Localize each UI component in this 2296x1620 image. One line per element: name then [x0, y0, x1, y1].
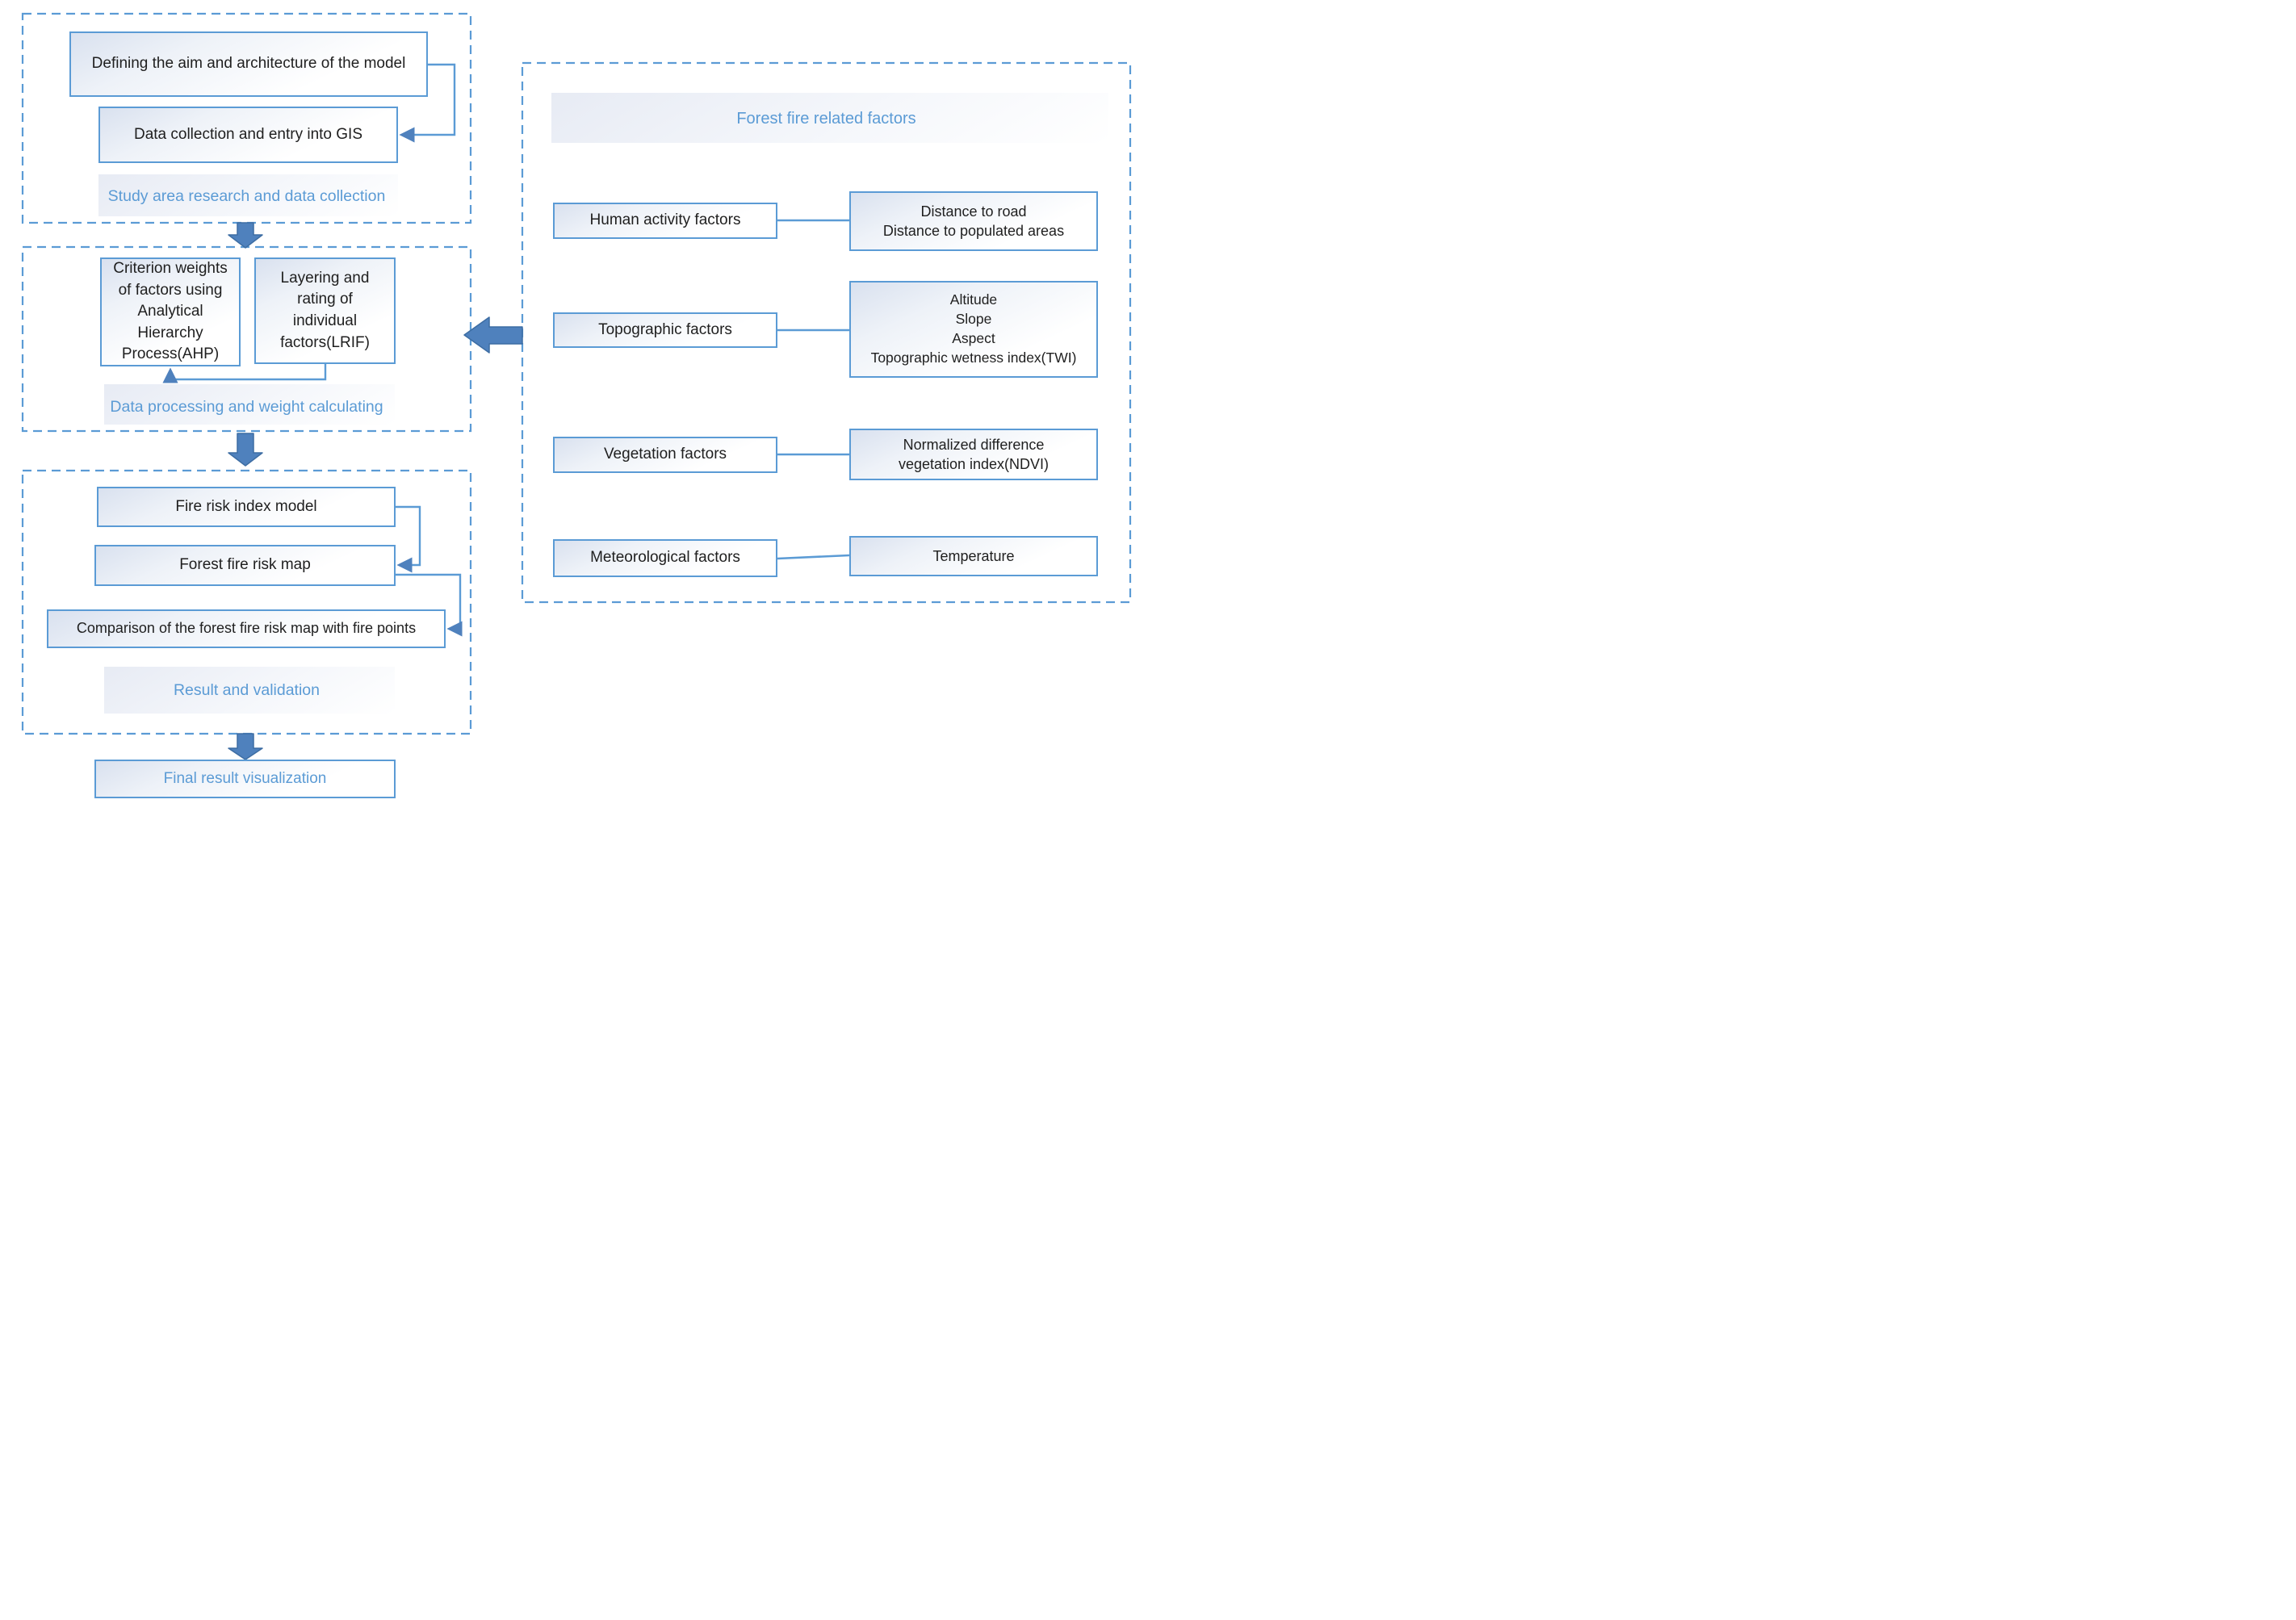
result-validation-label-band [104, 667, 395, 714]
box-meteorological-details: Temperature [849, 536, 1098, 576]
flowchart-figure: Defining the aim and architecture of the… [0, 0, 1148, 810]
box-human-activity-factors: Human activity factors [553, 203, 777, 239]
box-topographic-details: Altitude Slope Aspect Topographic wetnes… [849, 281, 1098, 378]
flow-arrow-down-2 [228, 433, 263, 467]
box-layering-rating: Layering and rating of individual factor… [254, 257, 396, 364]
box-meteorological-factors: Meteorological factors [553, 539, 777, 577]
flow-arrow-down-1 [228, 222, 263, 249]
related-factors-title: Forest fire related factors [736, 109, 916, 128]
related-factors-title-band [551, 93, 1108, 143]
box-topographic-factors: Topographic factors [553, 312, 777, 348]
box-fire-risk-index: Fire risk index model [97, 487, 396, 527]
box-defining-aim: Defining the aim and architecture of the… [69, 31, 428, 97]
flow-arrow-left-factors [463, 316, 523, 354]
box-data-collection: Data collection and entry into GIS [98, 107, 398, 163]
box-vegetation-details: Normalized difference vegetation index(N… [849, 429, 1098, 480]
box-criterion-weights: Criterion weights of factors using Analy… [100, 257, 241, 366]
study-area-section-label: Study area research and data collection [107, 186, 386, 205]
result-validation-section-label: Result and validation [173, 680, 321, 699]
connector-meteorological [777, 554, 850, 560]
data-processing-section-label: Data processing and weight calculating [110, 397, 383, 416]
box-comparison-fire-points: Comparison of the forest fire risk map w… [47, 609, 446, 648]
connector-fireindex-to-firemap [396, 505, 421, 573]
box-forest-fire-risk-map: Forest fire risk map [94, 545, 396, 586]
flow-arrow-down-3 [228, 733, 263, 760]
box-final-result-visualization: Final result visualization [94, 760, 396, 798]
box-vegetation-factors: Vegetation factors [553, 437, 777, 473]
study-area-label-band [98, 174, 398, 216]
data-processing-label-band [104, 384, 395, 425]
box-human-activity-details: Distance to road Distance to populated a… [849, 191, 1098, 251]
